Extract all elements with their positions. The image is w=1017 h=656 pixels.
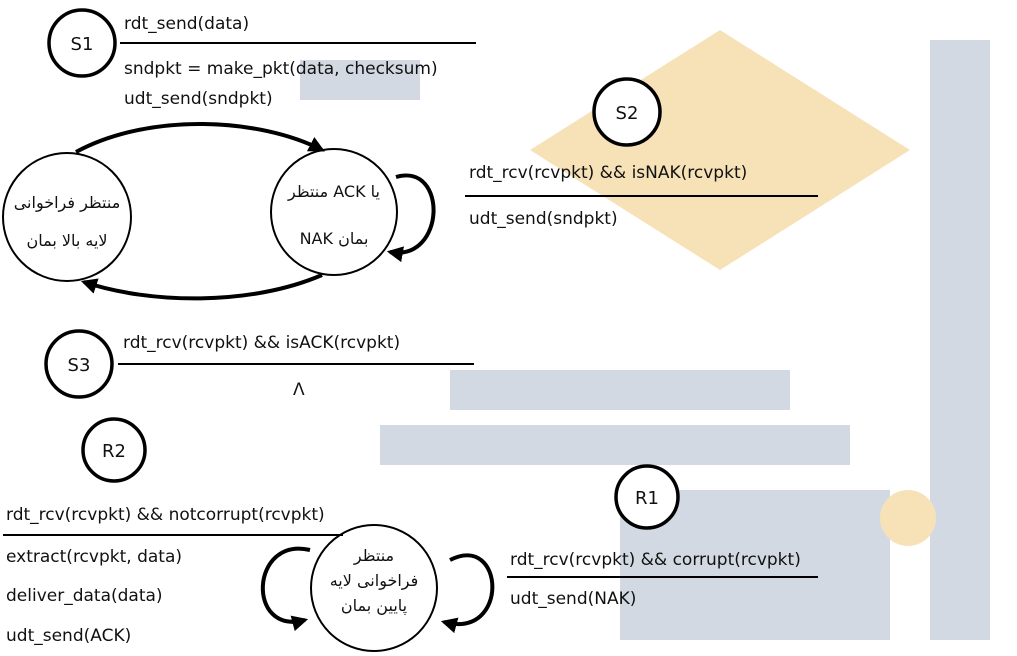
r2-action-2: deliver_data(data): [6, 586, 163, 606]
arc-s3: [80, 273, 323, 301]
transition-s3: S3 rdt_rcv(rcvpkt) && isACK(rcvpkt) Λ: [44, 329, 474, 400]
r2-action-1: extract(rcvpkt, data): [6, 547, 182, 567]
s1-action-1: sndpkt = make_pkt(data, checksum): [124, 59, 438, 79]
transition-r1: R1 rdt_rcv(rcvpkt) && corrupt(rcvpkt) ud…: [507, 464, 818, 609]
s2-action-1: udt_send(sndpkt): [469, 209, 618, 229]
arc-r2-selfloop: [260, 546, 311, 632]
state-wait-upper-line-1: منتظر فراخوانی: [14, 193, 121, 213]
state-wait-lower: منتظر فراخوانی لایه پایین بمان: [310, 524, 438, 652]
arc-r1-selfloop: [440, 553, 495, 634]
arc-s2-selfloop: [386, 173, 436, 263]
s3-event: rdt_rcv(rcvpkt) && isACK(rcvpkt): [123, 333, 400, 353]
transition-s1: S1 rdt_send(data) sndpkt = make_pkt(data…: [47, 8, 476, 109]
state-wait-lower-line-2: فراخوانی لایه: [330, 571, 419, 591]
tag-r2: R2: [102, 441, 126, 462]
r1-action-1: udt_send(NAK): [510, 589, 636, 609]
s3-action-1: Λ: [293, 380, 305, 400]
s1-action-2: udt_send(sndpkt): [124, 89, 273, 109]
tag-s3: S3: [68, 355, 91, 376]
tag-r1: R1: [635, 488, 659, 509]
state-wait-ack-line-2: NAK بمان: [300, 229, 369, 248]
transition-r2: R2 rdt_rcv(rcvpkt) && notcorrupt(rcvpkt)…: [3, 417, 343, 646]
state-wait-lower-line-3: پایین بمان: [341, 596, 407, 616]
state-wait-ack-line-1: منتظر ACK یا: [287, 182, 380, 202]
transition-s2: S2 rdt_rcv(rcvpkt) && isNAK(rcvpkt) udt_…: [465, 77, 818, 229]
r2-event: rdt_rcv(rcvpkt) && notcorrupt(rcvpkt): [6, 505, 325, 525]
r1-event: rdt_rcv(rcvpkt) && corrupt(rcvpkt): [510, 550, 801, 570]
tag-s1: S1: [71, 34, 94, 55]
state-wait-lower-line-1: منتظر: [353, 546, 394, 566]
tag-s2: S2: [616, 103, 639, 124]
state-wait-upper-line-2: لایه بالا بمان: [26, 231, 107, 250]
arc-s1: [75, 122, 325, 154]
r2-action-3: udt_send(ACK): [6, 626, 131, 646]
state-wait-upper: منتظر فراخوانی لایه بالا بمان: [2, 152, 132, 282]
s1-event: rdt_send(data): [124, 14, 249, 34]
s2-event: rdt_rcv(rcvpkt) && isNAK(rcvpkt): [469, 163, 747, 183]
state-wait-ack: منتظر ACK یا NAK بمان: [270, 148, 398, 276]
